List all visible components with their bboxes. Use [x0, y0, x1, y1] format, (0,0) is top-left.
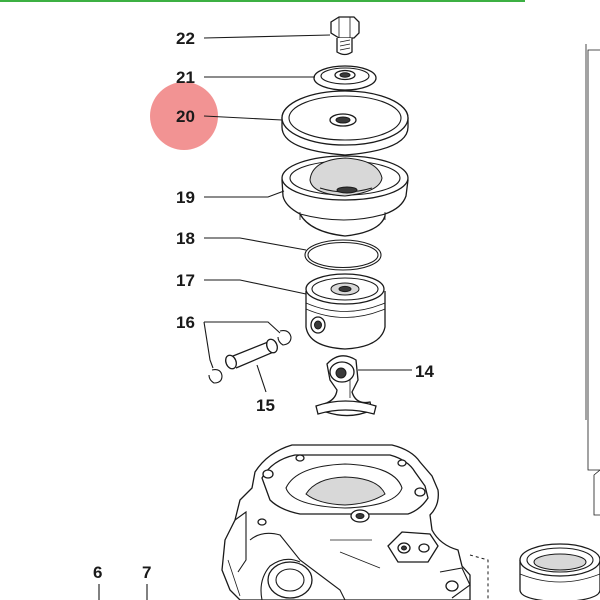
part-7-crankcase[interactable] — [221, 444, 471, 600]
part-18-o-ring[interactable] — [304, 239, 382, 271]
part-22-bolt[interactable] — [330, 16, 360, 56]
part-19-valve-housing[interactable] — [281, 155, 409, 237]
dashed-leader — [469, 554, 489, 600]
side-frame — [585, 44, 600, 516]
label-20[interactable]: 20 — [176, 107, 195, 126]
part-16-clips[interactable] — [208, 330, 292, 384]
label-16[interactable]: 16 — [176, 313, 195, 332]
label-17[interactable]: 17 — [176, 271, 195, 290]
part-21-washer[interactable] — [313, 65, 377, 91]
leader-lines — [203, 34, 412, 393]
label-6[interactable]: 6 — [93, 563, 102, 582]
part-17-piston[interactable] — [305, 273, 386, 350]
part-cap-lower-right[interactable] — [519, 543, 600, 600]
label-21[interactable]: 21 — [176, 68, 195, 87]
part-20-cover-disc[interactable] — [281, 90, 409, 156]
highlight-marker[interactable] — [150, 82, 218, 150]
part-15-piston-pin[interactable] — [224, 338, 280, 371]
part-14-connecting-rod[interactable] — [315, 355, 377, 417]
label-18[interactable]: 18 — [176, 229, 195, 248]
label-15[interactable]: 15 — [256, 396, 275, 415]
label-7[interactable]: 7 — [142, 563, 151, 582]
label-19[interactable]: 19 — [176, 188, 195, 207]
label-22[interactable]: 22 — [176, 29, 195, 48]
label-14[interactable]: 14 — [415, 362, 434, 381]
